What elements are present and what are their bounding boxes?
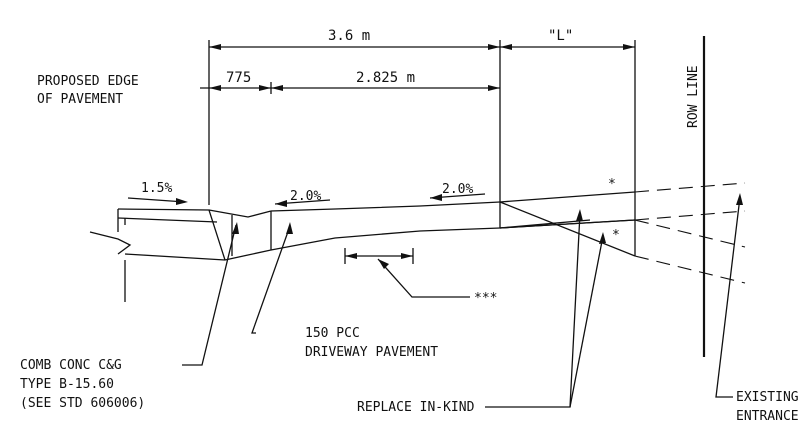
existing-dash-2 bbox=[634, 210, 746, 221]
pavement-bottom bbox=[124, 253, 226, 261]
pcc-label-2: DRIVEWAY PAVEMENT bbox=[305, 345, 438, 360]
replace-label: REPLACE IN-KIND bbox=[357, 400, 475, 415]
driveway-top bbox=[270, 201, 501, 212]
existing-dash-4 bbox=[634, 255, 746, 284]
existing-pavement-line bbox=[117, 217, 218, 223]
star-2: * bbox=[612, 228, 620, 243]
leader-pcc bbox=[251, 225, 291, 334]
existing-label-2: ENTRANCE bbox=[736, 409, 799, 424]
comb-label-3: (SEE STD 606006) bbox=[20, 396, 145, 411]
replace-top bbox=[499, 191, 636, 203]
proposed-edge-label-1: PROPOSED EDGE bbox=[37, 74, 139, 89]
dim-drive: 2.825 m bbox=[356, 70, 415, 86]
curb-top bbox=[208, 209, 272, 218]
existing-label-1: EXISTING bbox=[736, 390, 799, 405]
replace-diagonal bbox=[499, 201, 636, 257]
leader-comb bbox=[182, 224, 237, 366]
leader-replace-1 bbox=[485, 212, 581, 408]
break-line bbox=[89, 231, 132, 255]
existing-dash-3 bbox=[634, 219, 746, 248]
comb-label-2: TYPE B-15.60 bbox=[20, 377, 114, 392]
dim-overall: 3.6 m bbox=[328, 28, 370, 44]
star-1: * bbox=[608, 177, 616, 192]
slope-right: 2.0% bbox=[442, 182, 473, 197]
pcc-label-1: 150 PCC bbox=[305, 326, 360, 341]
slope-mid: 2.0% bbox=[290, 189, 321, 204]
leader-replace-2 bbox=[569, 235, 604, 408]
existing-dash-1 bbox=[634, 182, 746, 193]
leader-existing-1 bbox=[715, 196, 741, 398]
driveway-bottom bbox=[270, 227, 501, 251]
leader-triple bbox=[377, 258, 470, 298]
existing-pavement-top bbox=[117, 208, 226, 261]
row-line-label: ROW LINE bbox=[686, 65, 701, 128]
comb-label-1: COMB CONC C&G bbox=[20, 358, 122, 373]
proposed-edge-label-2: OF PAVEMENT bbox=[37, 92, 123, 107]
triple-star-label: *** bbox=[474, 291, 497, 306]
dim-curb: 775 bbox=[226, 70, 251, 86]
slope-left: 1.5% bbox=[141, 181, 172, 196]
dim-l: "L" bbox=[548, 28, 573, 44]
